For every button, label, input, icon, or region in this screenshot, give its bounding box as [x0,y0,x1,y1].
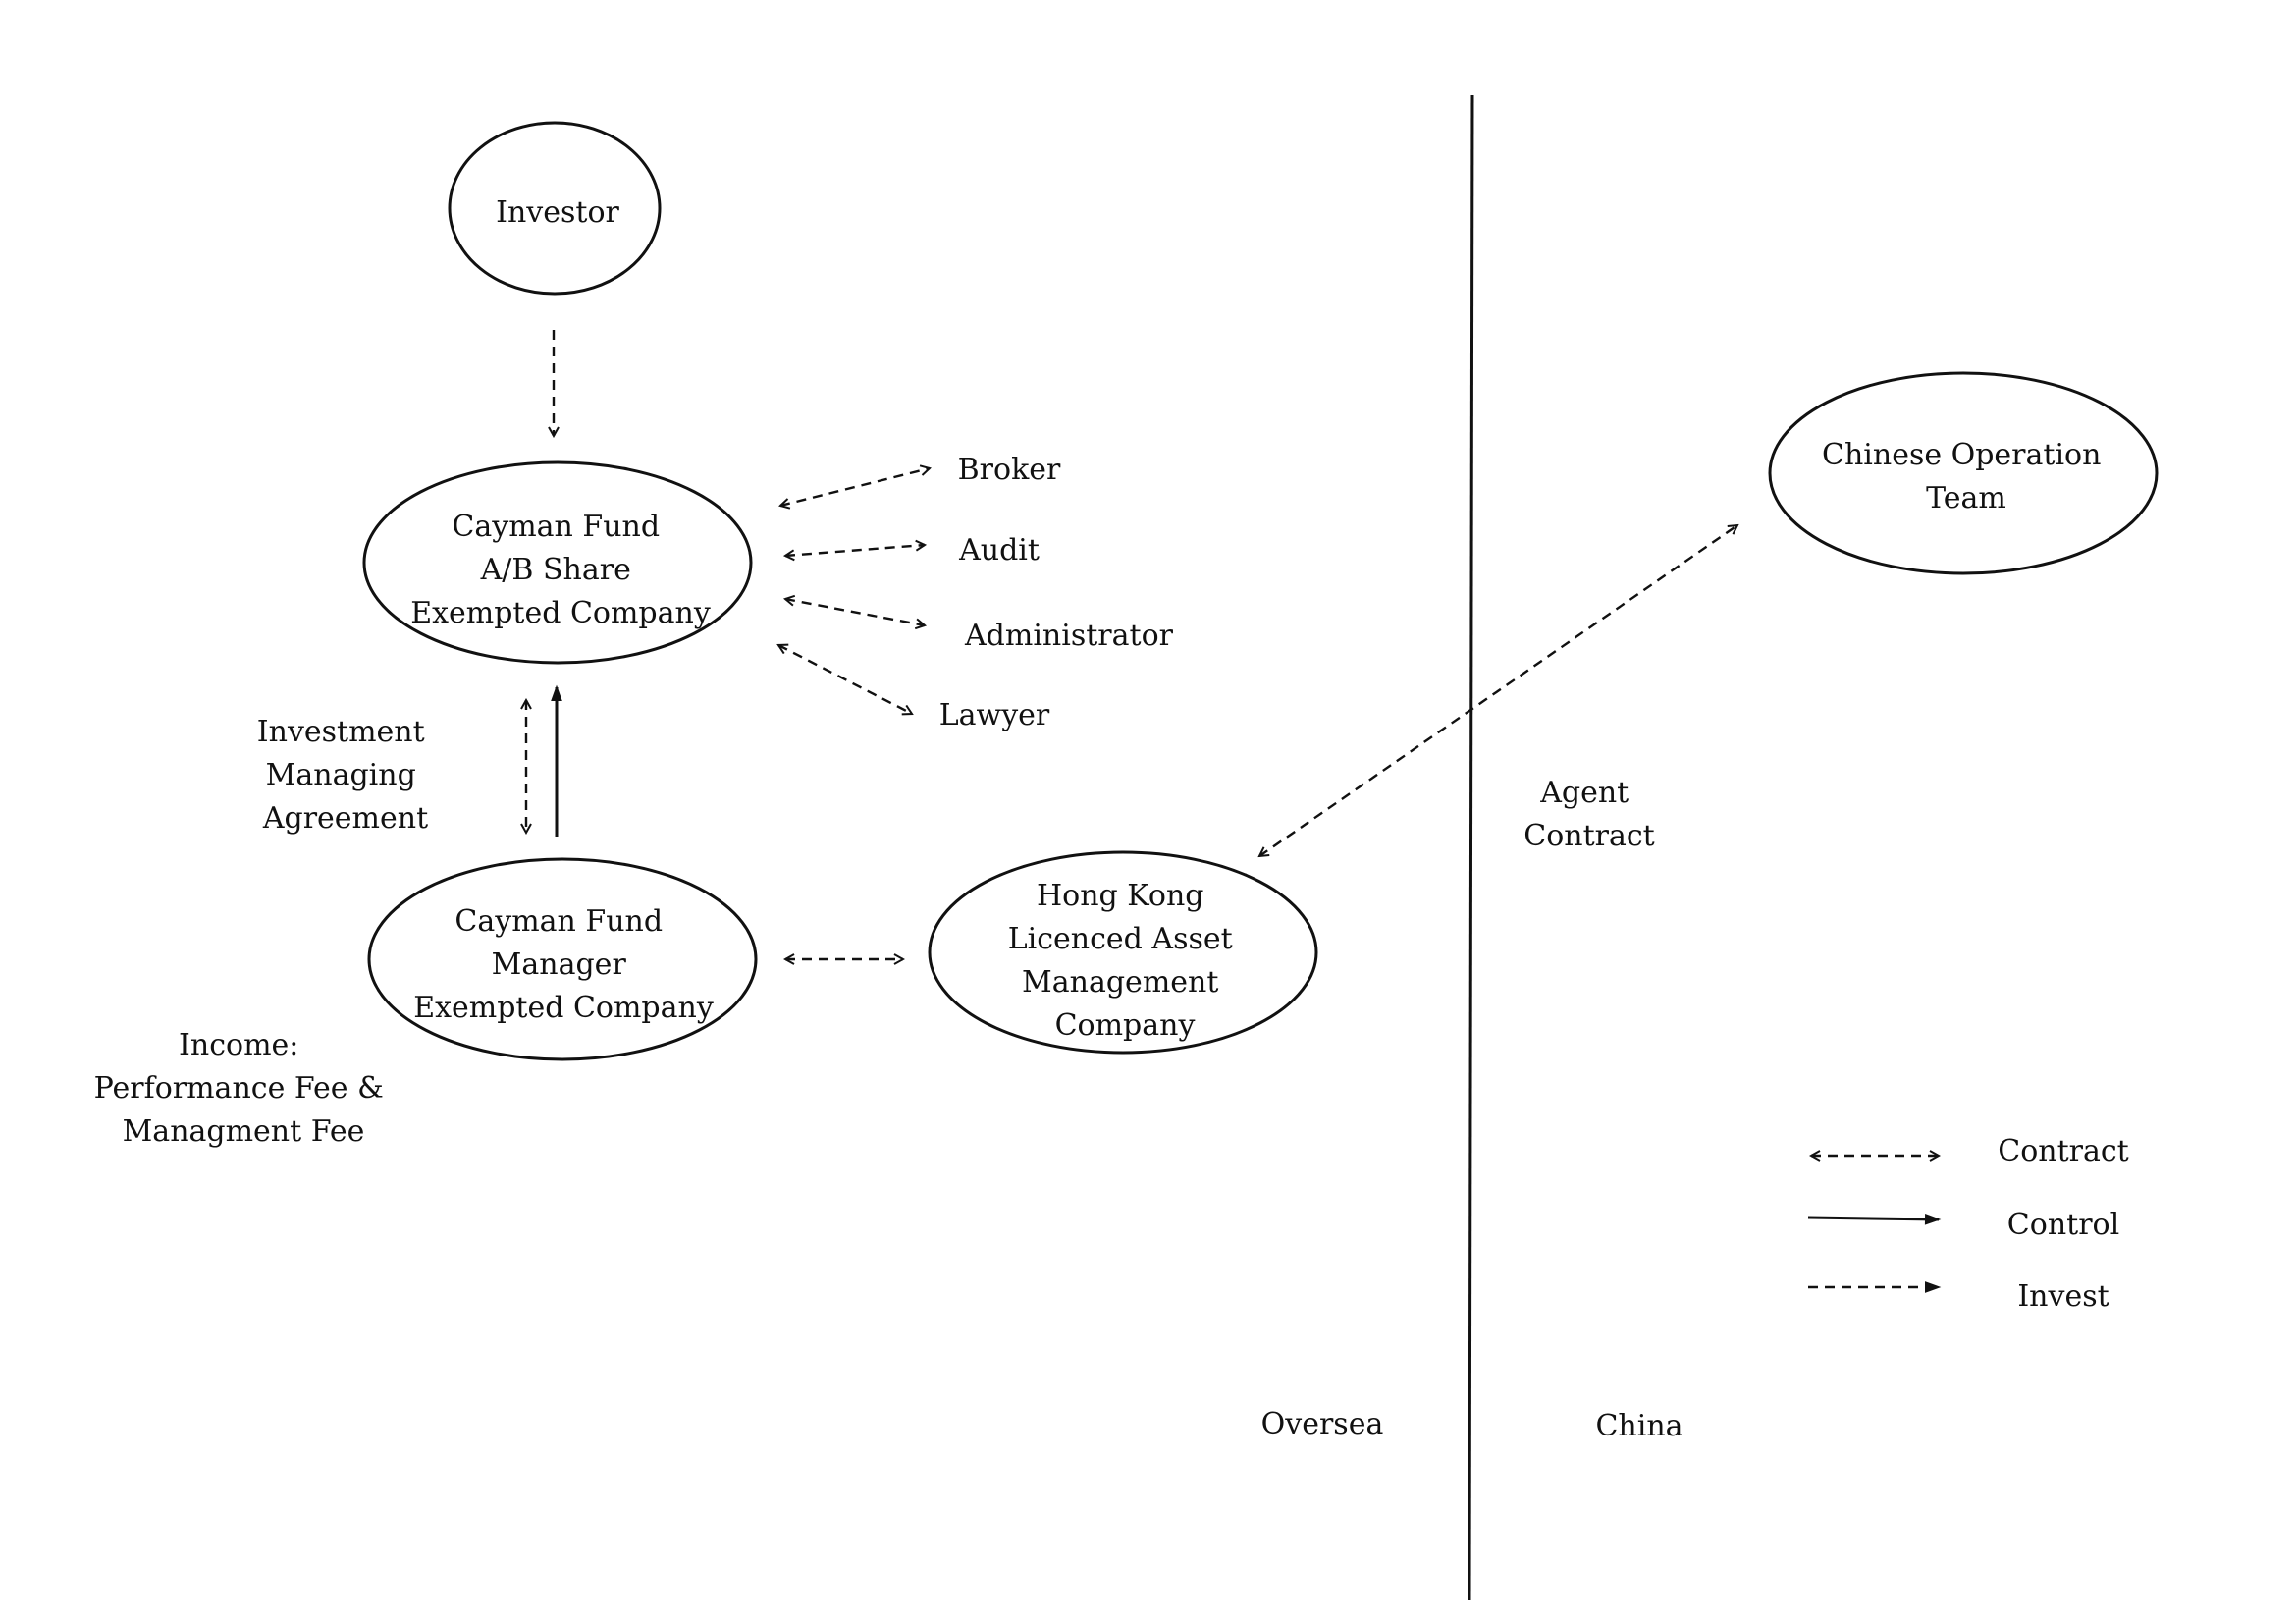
audit-contract-arrow [785,545,925,556]
legend-control-label: Control [2007,1208,2119,1242]
income-label: Income: Performance Fee & Managment Fee [94,1028,394,1149]
legend-control-swatch [1807,1213,1942,1225]
service-provider-administrator: Administrator [964,619,1174,653]
service-provider-broker: Broker [958,453,1061,487]
legend-invest-label: Invest [2017,1279,2109,1314]
service-provider-lawyer: Lawyer [939,698,1050,732]
cayman-manager-label: Cayman Fund Manager Exempted Company [413,904,714,1025]
cayman-fund-node [362,460,753,665]
hk-company-label: Hong Kong Licenced Asset Management Comp… [1008,879,1243,1043]
agent-contract-label: Agent Contract [1523,776,1654,853]
region-divider-line [1468,94,1474,1601]
chinese-team-node [1768,371,2159,575]
region-oversea-label: Oversea [1261,1407,1384,1441]
cayman-fund-label: Cayman Fund A/B Share Exempted Company [410,510,711,630]
legend: Contract Control Invest [1807,1134,2129,1314]
legend-contract-label: Contract [1998,1134,2128,1168]
hk-company-node [928,850,1318,1055]
investment-agreement-label: Investment Managing Agreement [257,715,434,836]
broker-contract-arrow [780,468,930,506]
chinese-team-label: Chinese Operation Team [1822,438,2110,515]
investor-label: Investor [496,195,619,230]
region-china-label: China [1595,1409,1682,1443]
cayman-manager-node [367,857,758,1061]
agent-contract-arrow [1259,525,1737,856]
service-provider-audit: Audit [958,533,1040,568]
lawyer-contract-arrow [778,645,912,714]
administrator-contract-arrow [785,599,925,625]
investor-node [448,121,662,296]
